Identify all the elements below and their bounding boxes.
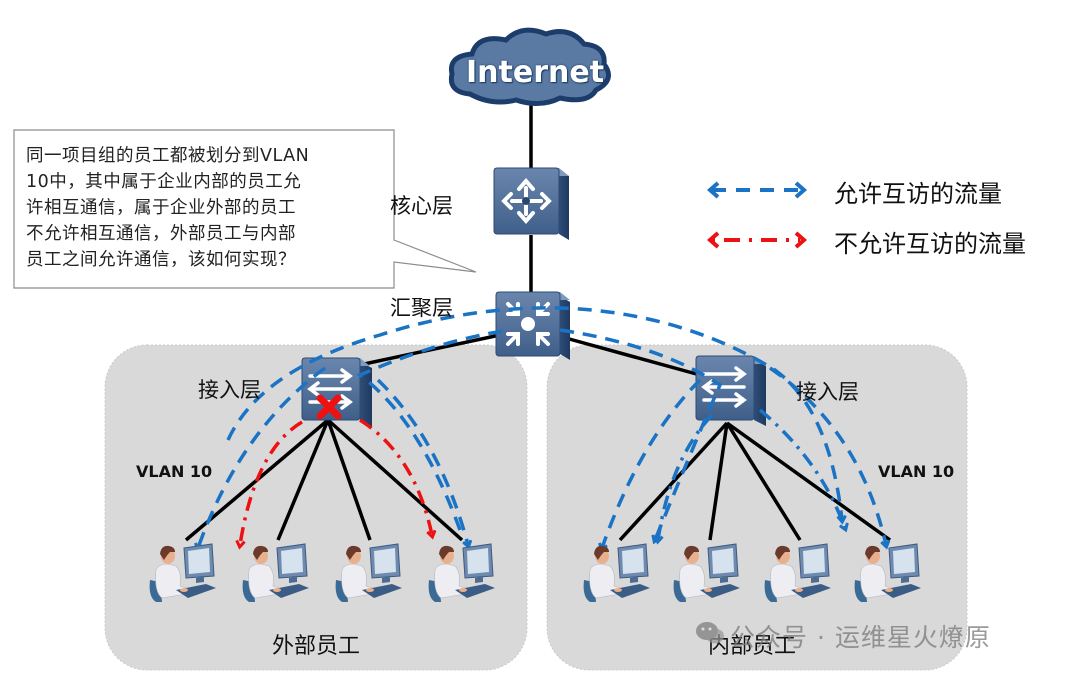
legend-allowed-symbol <box>706 181 808 199</box>
callout-line: 不允许相互通信，外部员工与内部 <box>26 224 296 244</box>
vlan-left-label: VLAN 10 <box>136 462 213 481</box>
link-access-right-host-1 <box>618 421 729 542</box>
callout-line: 同一项目组的员工都被划分到VLAN <box>26 146 310 166</box>
access-layer-left-label: 接入层 <box>198 378 261 402</box>
link-access-left-host-2 <box>276 419 330 541</box>
legend-allowed-label: 允许互访的流量 <box>834 180 1002 208</box>
link-aggregation-access-right <box>561 335 701 377</box>
access-switch-left-icon <box>301 357 372 428</box>
link-access-right-host-2 <box>708 422 729 541</box>
link-access-left-host-4 <box>326 418 464 542</box>
core-router-icon <box>493 167 569 240</box>
blocked-x-icon <box>316 394 342 420</box>
core-layer-label: 核心层 <box>390 194 453 218</box>
callout-line: 员工之间允许通信，该如何实现？ <box>26 250 296 270</box>
flow-allowed-right-3 <box>758 408 845 528</box>
flow-allowed-cross-1 <box>226 306 842 520</box>
callout-text: 同一项目组的员工都被划分到VLAN 10中，其中属于企业内部的员工允 许相互通信… <box>26 143 366 273</box>
question-callout <box>13 129 477 289</box>
flow-allowed-right-4 <box>769 366 886 545</box>
traffic-flows <box>198 306 886 548</box>
legend-denied-label: 不允许互访的流量 <box>834 230 1026 258</box>
flow-allowed-right-1 <box>602 378 702 548</box>
internet-label: Internet <box>466 55 605 90</box>
link-access-right-host-4 <box>725 421 892 542</box>
physical-links <box>184 100 892 542</box>
external-staff-label: 外部员工 <box>272 634 361 659</box>
access-layer-right-label: 接入层 <box>796 380 859 404</box>
flow-allowed-left-host-4 <box>376 378 468 545</box>
aggregation-switch-icon <box>495 291 570 360</box>
flow-allowed-cross-2 <box>356 328 723 540</box>
watermark-text: 公众号 · 运维星火燎原 <box>730 623 991 652</box>
legend-denied-symbol <box>706 231 808 249</box>
callout-line: 许相互通信，属于企业外部的员工 <box>26 198 296 218</box>
wechat-icon <box>696 622 724 644</box>
internet-cloud-icon <box>448 27 611 106</box>
flow-denied-left-2 <box>359 418 432 535</box>
vlan-right-label: VLAN 10 <box>878 462 955 481</box>
flow-allowed-left-host-1 <box>198 366 327 548</box>
aggregation-layer-label: 汇聚层 <box>390 296 453 320</box>
flow-allowed-right-2 <box>658 413 714 540</box>
callout-line: 10中，其中属于企业内部的员工允 <box>26 172 302 192</box>
flow-denied-left-1 <box>240 420 303 545</box>
link-access-right-host-3 <box>725 422 802 541</box>
access-switch-right-icon <box>695 355 766 426</box>
link-access-left-host-3 <box>326 419 372 541</box>
